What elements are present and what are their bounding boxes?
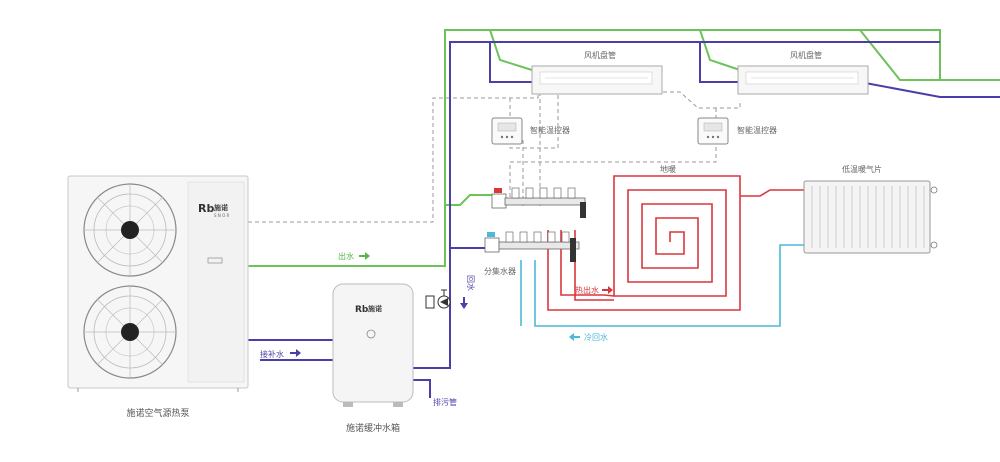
supply-pipes [248,29,1000,267]
heat-pump-logo-text: 施诺 [214,203,228,212]
buffer-tank: Rb 施诺 [332,283,414,407]
buffer-tank-label: 施诺缓冲水箱 [346,422,400,434]
radiator-label: 低温暖气片 [842,164,882,174]
arrow-down-icon [460,297,468,309]
arrow-right-icon [602,286,613,294]
svg-text:热出水: 热出水 [575,285,599,295]
arrow-right-icon [359,252,370,260]
svg-text:出水: 出水 [338,251,354,261]
svg-text:回水: 回水 [466,275,476,291]
arrow-left-icon [569,333,580,341]
fan-coil-2-label: 风机盘管 [790,50,822,60]
svg-text:冷回水: 冷回水 [584,332,608,342]
buffer-tank-logo-text: 施诺 [368,304,382,313]
circulation-pump-icon [425,289,451,309]
svg-text:接补水: 接补水 [260,349,284,359]
svg-text:Rb: Rb [198,202,214,215]
heat-pump-label: 施诺空气源热泵 [126,407,189,419]
fan-coil-1-label: 风机盘管 [584,50,616,60]
fan-coil-unit-1 [531,65,663,95]
heat-pump-unit: Rb 施诺 S N O R [67,175,249,392]
heat-pump-logo-sub: S N O R [214,213,229,218]
drain-pipe-label: 排污管 [433,397,457,407]
thermostat-2-icon [697,117,729,145]
thermostat-2-label: 智能温控器 [737,125,777,135]
hot-outlet-label: 热出水 [575,285,613,295]
fan-bottom [83,285,177,379]
thermostat-1-icon [491,117,523,145]
manifold-label: 分集水器 [484,266,516,276]
radiator [803,180,938,254]
return-pipes [248,41,1000,398]
makeup-water-label: 接补水 [260,349,301,359]
outlet-water-label: 出水 [338,251,370,261]
fan-coil-unit-2 [737,65,869,95]
radiator-pipes [520,189,805,327]
svg-text:Rb: Rb [355,305,369,315]
heat-pump-logo: Rb 施诺 S N O R [198,202,229,218]
manifold [484,187,586,262]
thermostat-1-label: 智能温控器 [530,125,570,135]
fan-top [83,183,177,277]
return-water-label: 回水 [460,275,476,309]
arrow-right-icon [290,349,301,357]
floor-heating-label: 地暖 [660,164,676,174]
cold-return-label: 冷回水 [569,332,608,342]
